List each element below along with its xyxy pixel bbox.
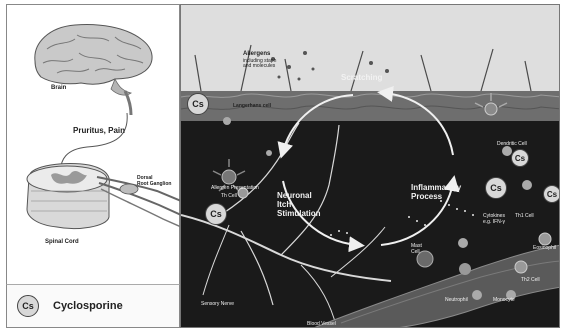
cs-badge-th1: Cs [485,177,507,199]
allergens-label: Allergens [243,51,270,57]
blood-vessel-label: Blood Vessel [307,321,336,327]
neuronal-itch-label: Neuronal Itch Stimulation [277,191,321,218]
nervous-system-panel: Brain Pruritus, Pain Dorsal Root Ganglio… [6,4,180,328]
th2-cell-label: Th2 Cell [521,277,540,283]
legend: Cs Cyclosporine [6,284,180,328]
cytokines-label: Cytokines e.g. IFN-γ [483,213,505,225]
scratching-label: Scratching [341,73,382,82]
cs-badge-eosinophil: Cs [543,185,560,203]
spinal-cord-illustration [27,164,181,229]
langerhans-cell-label: Langerhans cell [233,103,271,109]
inflammatory-process-label: Inflammatory Process [411,183,461,201]
skin-section-panel: Cs Cs Cs Cs Cs Allergens including staph… [180,4,560,328]
legend-cs-badge: Cs [17,295,39,317]
allergen-presentation-label: Allergen Presentation [211,185,259,191]
dendritic-cell-label: Dendritic Cell [497,141,527,147]
cs-badge-langerhans: Cs [187,93,209,115]
nervous-system-illustration [7,5,181,329]
cs-badge-dendritic: Cs [511,149,529,167]
th1-cell-label: Th1 Cell [515,213,534,219]
neutrophil-label: Neutrophil [445,297,468,303]
allergens-sub-label: including staph and molecules [243,59,276,69]
pruritus-pain-label: Pruritus, Pain [73,126,125,135]
dorsal-root-ganglion-label: Dorsal Root Ganglion [137,175,171,187]
legend-text: Cyclosporine [53,300,123,312]
brain-label: Brain [51,85,66,91]
th-cell-left-label: Th Cell [221,193,237,199]
eosinophil-label: Eosinophil [533,245,556,251]
brain-illustration [35,25,152,115]
skin-cross-section-illustration [181,5,560,328]
spinal-cord-label: Spinal Cord [45,239,79,245]
mast-cell-label: Mast Cell [411,243,422,255]
sensory-nerve-label: Sensory Nerve [201,301,234,307]
cs-badge-allergen-presentation: Cs [205,203,227,225]
monocyte-label: Monocyte [493,297,515,303]
